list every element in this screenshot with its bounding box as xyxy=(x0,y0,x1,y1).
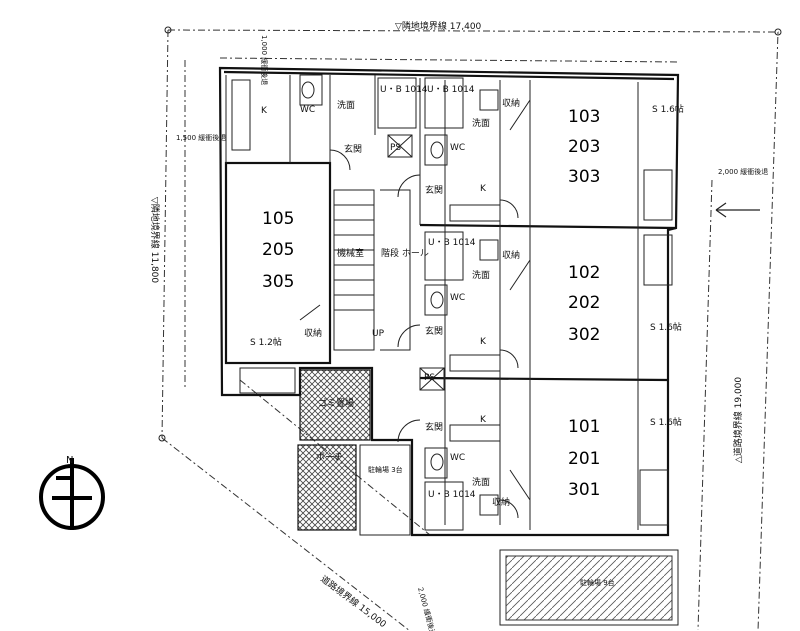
room-entrance-nw: 玄関 xyxy=(344,143,362,155)
site-boundary xyxy=(158,26,782,631)
unit-102: 102 xyxy=(568,263,600,283)
room-ps-s: PS xyxy=(424,373,435,383)
unit-301: 301 xyxy=(568,480,600,500)
unit-205: 205 xyxy=(262,240,294,260)
unit-105: 105 xyxy=(262,209,294,229)
room-trash: ゴミ置場 xyxy=(318,397,354,409)
room-s-103: S 1.6帖 xyxy=(652,103,684,115)
room-k-103: K xyxy=(480,184,487,194)
setback-top-label: 1,000 緩衝後退 xyxy=(260,35,269,85)
unit-303: 303 xyxy=(568,167,600,187)
room-entrance-101: 玄関 xyxy=(425,421,443,433)
room-entrance-102: 玄関 xyxy=(425,325,443,337)
room-washroom-102: 洗面 xyxy=(472,269,490,281)
room-wc-n: WC xyxy=(450,143,465,153)
room-entrance-103: 玄関 xyxy=(425,184,443,196)
room-ub-102: U・B 1014 xyxy=(428,238,476,248)
unit-302: 302 xyxy=(568,325,600,345)
unit-103: 103 xyxy=(568,107,600,127)
boundary-north-label: ▽隣地境界線 17,400 xyxy=(395,20,482,32)
room-wc-102: WC xyxy=(450,293,465,303)
room-stair-hall: 階段 ホール xyxy=(381,247,429,259)
compass-n-label: N xyxy=(66,455,73,466)
entry-arrow xyxy=(715,202,760,218)
unit-305: 305 xyxy=(262,272,294,292)
unit-203: 203 xyxy=(568,137,600,157)
unit-202: 202 xyxy=(568,293,600,313)
room-wc-nw: WC xyxy=(300,105,315,115)
boundary-west-label: ▽隣地境界線 11,800 xyxy=(149,197,161,284)
room-storage-101: 収納 xyxy=(492,496,510,508)
room-k-102: K xyxy=(480,337,487,347)
room-ub-n: U・B 1014 xyxy=(427,85,475,95)
room-storage-103: 収納 xyxy=(502,97,520,109)
room-s-102: S 1.6帖 xyxy=(650,321,682,333)
room-storage-105: 収納 xyxy=(304,327,322,339)
boundary-east-label: △道路境界線 19,000 xyxy=(732,377,744,464)
setback-left-label: 1,500 緩衝後退 xyxy=(176,133,226,142)
room-bike3: 駐輪場 3台 xyxy=(368,465,403,474)
room-ub-101: U・B 1014 xyxy=(428,490,476,500)
room-wc-101: WC xyxy=(450,453,465,463)
room-ub-nw: U・B 1014 xyxy=(380,85,428,95)
room-washroom-nw: 洗面 xyxy=(337,99,355,111)
room-storage-102: 収納 xyxy=(502,249,520,261)
setback-right-label: 2,000 緩衝後退 xyxy=(718,167,768,176)
room-washroom-n: 洗面 xyxy=(472,117,490,129)
room-s-105: S 1.2帖 xyxy=(250,336,282,348)
room-machine: 機械室 xyxy=(337,247,364,259)
unit-101: 101 xyxy=(568,417,600,437)
room-k-101: K xyxy=(480,415,487,425)
setback-bottom-label: 2,000 緩衝後退 xyxy=(416,586,438,631)
room-porch: ポーチ xyxy=(316,452,343,463)
room-bike9: 駐輪場 9台 xyxy=(580,578,615,587)
room-s-101: S 1.6帖 xyxy=(650,416,682,428)
north-compass: N xyxy=(39,455,105,530)
unit-201: 201 xyxy=(568,449,600,469)
room-k-nw: K xyxy=(261,106,268,116)
boundary-south-label: 道路境界線 15,000 xyxy=(318,573,389,631)
room-up: UP xyxy=(372,329,385,339)
room-ps-n: PS xyxy=(390,143,401,153)
building-walls xyxy=(218,66,680,626)
room-washroom-101: 洗面 xyxy=(472,476,490,488)
